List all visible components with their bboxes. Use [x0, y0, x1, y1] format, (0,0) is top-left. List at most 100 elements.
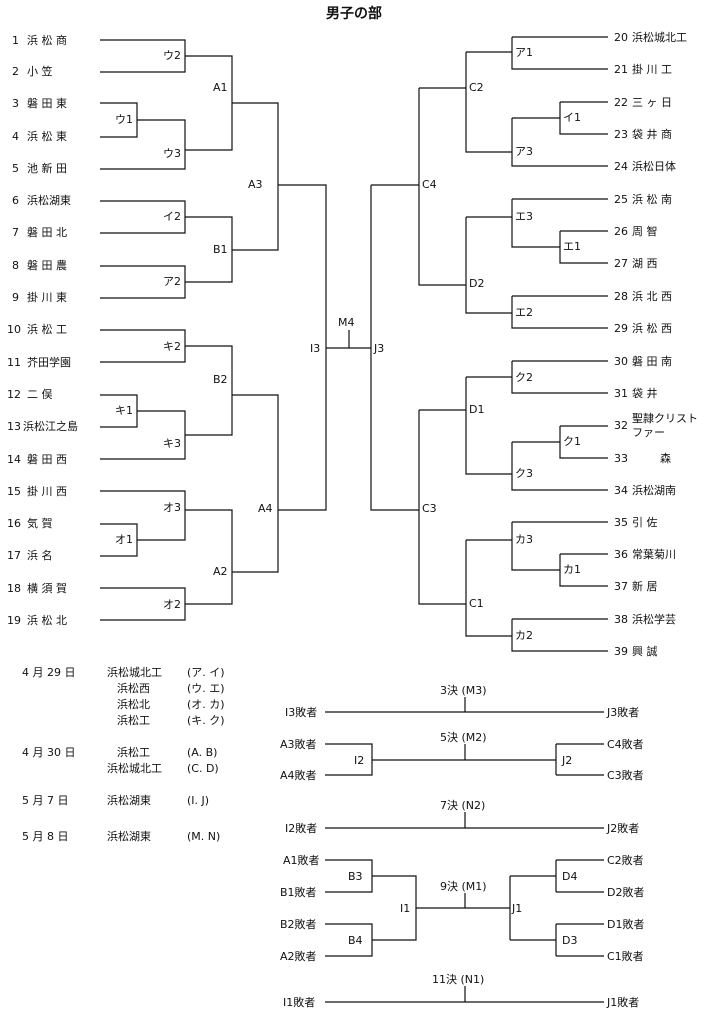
team-number: 20: [614, 31, 628, 44]
match-label: C1: [469, 597, 484, 610]
match-label: A3: [248, 178, 263, 191]
team-name: 引 佐: [632, 515, 658, 529]
bracket-line: [465, 539, 512, 637]
playoff-left-4: A2敗者: [280, 949, 317, 963]
team-number: 14: [7, 453, 21, 466]
team-number: 29: [614, 322, 628, 335]
schedule-matches: (I. J): [187, 794, 209, 807]
team-name: 袋 井: [632, 386, 658, 400]
team-name: 磐 田 東: [27, 96, 67, 110]
page-title: 男子の部: [326, 5, 382, 22]
team-number: 11: [7, 356, 21, 369]
bracket-line: [511, 36, 608, 70]
bracket-line: [370, 185, 419, 511]
bracket-line: [511, 360, 608, 394]
team-name: 小 笠: [27, 64, 53, 78]
playoff-right: J1敗者: [606, 995, 639, 1009]
playoff-line: [325, 859, 604, 957]
team-number: 22: [614, 96, 628, 109]
team-name: 三 ヶ 日: [632, 96, 672, 109]
match-label: ウ3: [163, 147, 181, 160]
playoff-j1: J1: [511, 902, 522, 915]
playoff-right-mid: J2: [561, 754, 572, 767]
match-label: ク2: [515, 371, 533, 384]
bracket-line: [559, 553, 608, 587]
match-label: ウ1: [115, 113, 133, 126]
match-label: B2: [213, 373, 228, 386]
match-label: ア1: [515, 46, 533, 59]
team-name: 新 居: [632, 579, 658, 593]
team-name: 磐 田 農: [27, 258, 67, 272]
team-name: 浜 松 工: [27, 322, 67, 336]
team-number: 37: [614, 580, 628, 593]
playoff-right-4: C1敗者: [607, 949, 644, 963]
match-label: A2: [213, 565, 228, 578]
bracket-line: [418, 87, 466, 286]
match-label: エ3: [515, 210, 533, 223]
team-number: 6: [12, 194, 19, 207]
match-label: ア3: [515, 145, 533, 158]
left-bracket-lines: [100, 39, 371, 621]
match-label: ア2: [163, 275, 181, 288]
team-name: 掛 川 西: [27, 484, 67, 498]
match-label: C4: [422, 178, 437, 191]
playoff-right-1: C2敗者: [607, 853, 644, 867]
team-name: 聖隷クリスト: [632, 412, 698, 425]
team-name: 浜 名: [27, 548, 53, 562]
team-name: 池 新 田: [27, 161, 67, 175]
right-bracket-lines: [370, 36, 608, 652]
schedule-matches: (ウ. エ): [187, 682, 225, 695]
team-number: 33: [614, 452, 628, 465]
playoff-5th: 5決 (M2) A3敗者 A4敗者 I2 J2 C4敗者 C3敗者: [280, 731, 644, 782]
schedule-venue: 浜松城北工: [107, 761, 162, 775]
playoff-7th: 7決 (N2) I2敗者 J2敗者: [285, 799, 639, 835]
match-label: キ1: [115, 404, 133, 417]
team-name: 磐 田 西: [27, 452, 67, 466]
playoff-right-top: C4敗者: [607, 737, 644, 751]
playoff-right: J3敗者: [606, 705, 639, 719]
playoff-left-1: A1敗者: [283, 853, 320, 867]
playoff-right: J2敗者: [606, 821, 639, 835]
bracket-line: [559, 101, 608, 135]
playoff-left-mid: I2: [354, 754, 364, 767]
team-name: 浜 松 南: [632, 192, 672, 206]
team-number: 21: [614, 63, 628, 76]
team-number: 35: [614, 516, 628, 529]
team-number: 31: [614, 387, 628, 400]
bracket-line: [232, 394, 279, 573]
team-name: 浜 松 東: [27, 129, 67, 143]
team-number: 3: [12, 97, 19, 110]
team-name: 袋 井 商: [632, 127, 672, 141]
playoff-left: I2敗者: [285, 821, 317, 835]
match-label: エ2: [515, 306, 533, 319]
bracket-line: [465, 216, 512, 314]
left-team-list: 1 浜 松 商 2 小 笠 3 磐 田 東 4 浜 松 東 5 池 新 田 6 …: [7, 33, 78, 627]
team-number: 32: [614, 419, 628, 432]
team-name: 常葉菊川: [632, 547, 676, 561]
right-match-labels: C4 C3 C2 D2 D1 C1 ア1 イ1 ア3 エ3 エ1 エ2 ク2 ク…: [422, 46, 581, 642]
team-name: 浜 松 商: [27, 33, 67, 47]
match-label: オ1: [115, 533, 133, 546]
team-number: 28: [614, 290, 628, 303]
playoff-left: I3敗者: [285, 705, 317, 719]
playoff-line: [325, 986, 604, 1003]
match-label: D2: [469, 277, 484, 290]
bracket-line: [100, 490, 186, 541]
team-name: 磐 田 北: [27, 225, 67, 239]
right-team-list: 20 浜松城北工 21 掛 川 工 22 三 ヶ 日 23 袋 井 商 24 浜…: [614, 30, 698, 658]
bracket-line: [100, 119, 186, 170]
playoff-line: [325, 743, 604, 776]
match-label: キ3: [163, 437, 181, 450]
schedule-matches: (オ. カ): [187, 698, 225, 711]
bracket-line: [185, 55, 233, 151]
team-number: 4: [12, 130, 19, 143]
team-number: 30: [614, 355, 628, 368]
match-label: ク3: [515, 467, 533, 480]
bracket-line: [559, 425, 608, 459]
playoff-d3: D3: [562, 934, 577, 947]
schedule-date: 4 月 30 日: [22, 746, 76, 759]
team-number: 39: [614, 645, 628, 658]
schedule-venue: 浜松城北工: [107, 665, 162, 679]
match-label: キ2: [163, 340, 181, 353]
